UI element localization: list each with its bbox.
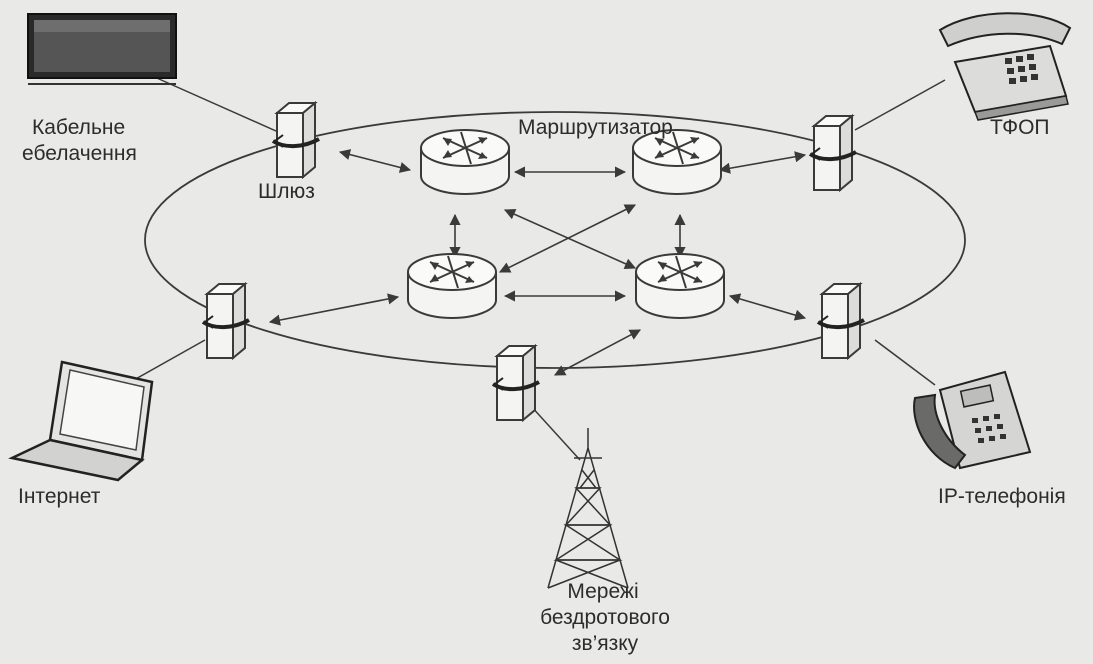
laptop-icon xyxy=(8,360,154,482)
label-wireless-line1: Мережі xyxy=(567,580,639,603)
phone-ip-icon xyxy=(913,370,1032,470)
router-top-left xyxy=(420,129,510,195)
gateway-top-left xyxy=(271,101,321,179)
label-internet: Інтернет xyxy=(18,485,101,508)
gateway-top-right xyxy=(808,114,858,192)
gateway-right xyxy=(816,282,866,360)
label-wireless-line3: зв’язку xyxy=(571,632,639,655)
gateway-bottom xyxy=(491,344,541,422)
label-wireless-line2: бездротового xyxy=(540,606,670,629)
label-cable-tv-line1: Кабельне xyxy=(32,116,126,139)
tv-icon xyxy=(27,13,177,85)
label-cable-tv-line2: ебелачення xyxy=(22,142,137,165)
label-ip-telephony: IP-телефонія xyxy=(938,485,1066,508)
gateway-left xyxy=(201,282,251,360)
links xyxy=(268,149,807,376)
phone-pstn-icon xyxy=(938,12,1072,121)
radio-tower-icon xyxy=(547,428,629,589)
router-bottom-left xyxy=(407,253,497,319)
label-router: Маршрутизатор xyxy=(518,116,673,139)
label-pstn: ТФОП xyxy=(990,116,1050,139)
label-gateway: Шлюз xyxy=(258,180,315,203)
router-bottom-right xyxy=(635,253,725,319)
